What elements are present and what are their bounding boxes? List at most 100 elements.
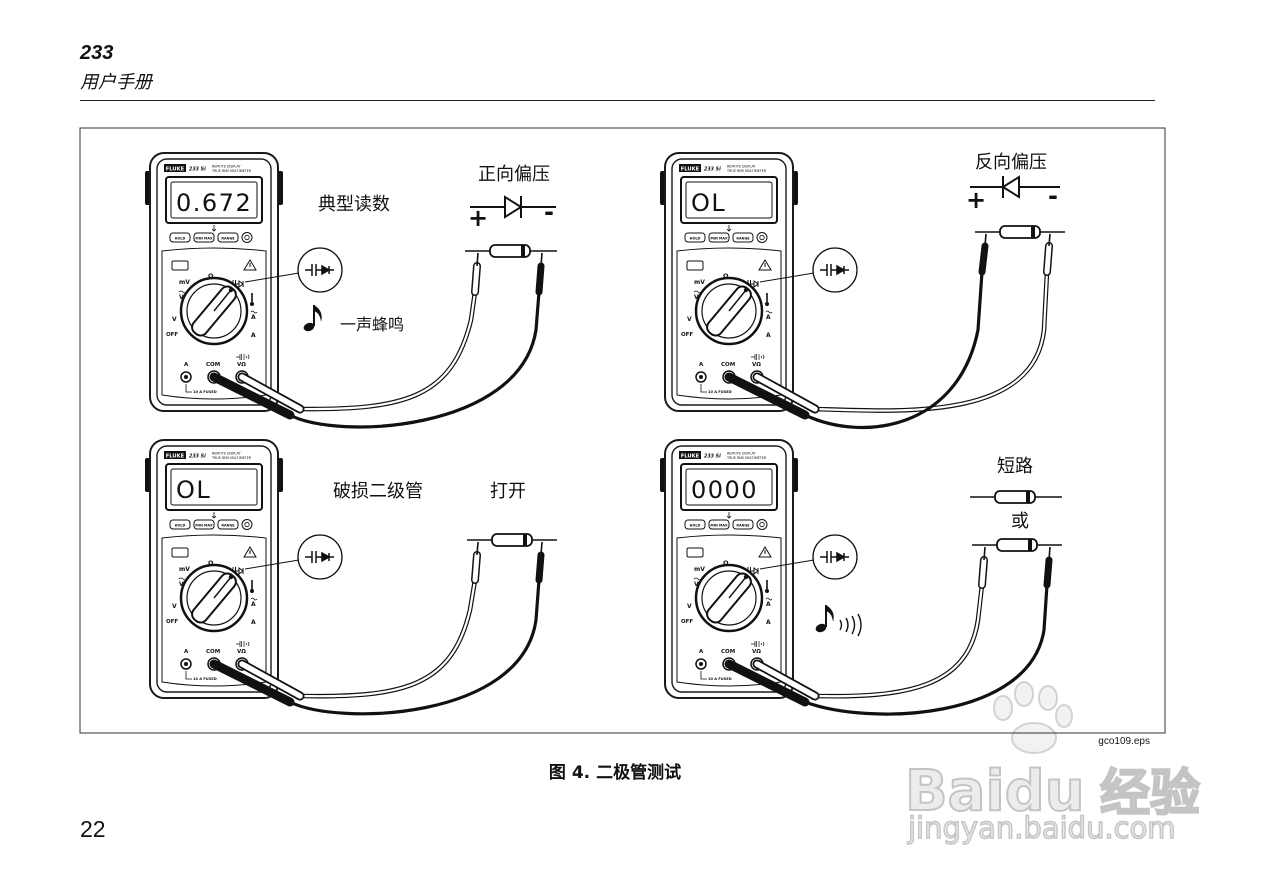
light-test-lead-outline — [297, 577, 478, 699]
panel-open-diode: 破损二级管 打开 — [333, 481, 557, 547]
component-body — [489, 244, 531, 258]
fuse-label: 10 A FUSED — [193, 677, 217, 681]
light-probe[interactable] — [979, 557, 987, 588]
dial-label-mv: mV — [694, 279, 705, 286]
min-max-button-label: MIN MAX — [710, 236, 728, 240]
remote-display-button[interactable] — [171, 547, 189, 558]
display-reading: 0.672 — [176, 189, 252, 217]
hold-button[interactable] — [684, 232, 706, 243]
remote-display-button[interactable] — [686, 547, 704, 558]
cathode-band — [521, 245, 525, 257]
light-probe[interactable] — [472, 552, 480, 583]
dial-ring — [186, 283, 242, 339]
dial-label-off: OFF — [681, 619, 693, 625]
min-max-button[interactable] — [193, 232, 215, 243]
range-indicator-icon — [726, 225, 732, 232]
jack-a-socket — [699, 662, 703, 666]
brand-label: FLUKE — [681, 453, 700, 459]
model-desc-line2: TRUE RMS MULTIMETER — [211, 169, 252, 173]
dark-probe[interactable] — [535, 262, 545, 296]
min-max-button-label: MIN MAX — [710, 523, 728, 527]
min-max-button[interactable] — [193, 519, 215, 530]
dial-pointer-dot — [743, 574, 749, 580]
jack-label-a: A — [699, 649, 704, 655]
paw-toe-3 — [1038, 685, 1058, 711]
light-test-lead — [298, 578, 477, 698]
light-plug[interactable] — [754, 374, 818, 412]
backlight-icon — [759, 521, 765, 528]
dial-pointer — [213, 289, 232, 312]
dark-probe[interactable] — [535, 551, 545, 584]
dial-label-adc: A — [251, 619, 256, 626]
min-max-button[interactable] — [708, 519, 730, 530]
dial-label-aac: A — [766, 601, 771, 608]
fuse-bracket — [185, 671, 192, 680]
light-probe[interactable] — [472, 263, 480, 295]
hold-button[interactable] — [684, 519, 706, 530]
hold-button[interactable] — [169, 232, 191, 243]
range-button[interactable] — [732, 519, 754, 530]
min-max-button-label: MIN MAX — [195, 236, 213, 240]
jack-a-socket — [699, 375, 703, 379]
range-button[interactable] — [732, 232, 754, 243]
reverse-bias-diode-symbol — [970, 175, 1060, 199]
light-probe-tip — [983, 546, 986, 561]
backlight-button[interactable] — [241, 519, 253, 530]
sound-wave-2 — [845, 617, 849, 633]
dark-plug[interactable] — [724, 659, 810, 707]
plus-sign: + — [468, 204, 488, 232]
dark-probe[interactable] — [1043, 556, 1053, 589]
light-plug[interactable] — [754, 661, 818, 699]
component-body — [491, 533, 533, 547]
light-plug[interactable] — [239, 661, 303, 699]
jack-label-a: A — [184, 649, 189, 655]
hold-button-label: HOLD — [690, 236, 701, 240]
jack-label-com: COM — [206, 649, 220, 655]
figure-file-label: gco109.eps — [1098, 736, 1150, 747]
hold-button[interactable] — [169, 519, 191, 530]
diode-component — [975, 225, 1065, 239]
remote-display-button[interactable] — [171, 260, 189, 271]
ac-wave-icon — [765, 310, 773, 314]
backlight-icon — [244, 521, 250, 528]
caption-number: 4. — [571, 763, 591, 783]
short-circuit-label: 短路 — [997, 456, 1033, 477]
jack-label-com: COM — [721, 649, 735, 655]
dial-label-vac: V — [694, 581, 699, 588]
min-max-button[interactable] — [708, 232, 730, 243]
dark-plug[interactable] — [209, 659, 295, 707]
backlight-button[interactable] — [756, 519, 768, 530]
dark-plug[interactable] — [724, 372, 810, 420]
watermark-brand: Baidu — [905, 759, 1085, 824]
temperature-icon-bulb — [765, 589, 769, 593]
dark-probe[interactable] — [978, 242, 989, 276]
light-plug[interactable] — [239, 374, 303, 412]
backlight-button[interactable] — [241, 232, 253, 243]
model-desc-line1: REMOTE DISPLAY — [212, 164, 241, 168]
lcd-screen — [170, 468, 258, 506]
page-number: 22 — [80, 816, 106, 842]
model-desc-line2: TRUE RMS MULTIMETER — [211, 456, 252, 460]
diode-component — [467, 533, 557, 547]
dark-plug[interactable] — [209, 372, 295, 420]
brand-badge — [164, 451, 186, 459]
range-button[interactable] — [217, 232, 239, 243]
range-button[interactable] — [217, 519, 239, 530]
watermark-product: 经验 — [1100, 764, 1200, 822]
cathode-band — [1026, 491, 1030, 503]
header-subtitle: 用户手册 — [80, 72, 152, 93]
dark-test-lead — [288, 578, 541, 716]
light-probe[interactable] — [1044, 243, 1052, 275]
range-button-label: RANGE — [221, 236, 235, 240]
dark-probe-tip — [540, 252, 543, 267]
ac-wave-icon — [250, 310, 258, 314]
backlight-icon — [244, 234, 250, 241]
component-body — [999, 225, 1041, 239]
meter-body — [671, 445, 787, 693]
remote-display-button[interactable] — [686, 260, 704, 271]
sound-wave-3 — [851, 615, 856, 635]
backlight-button[interactable] — [756, 232, 768, 243]
